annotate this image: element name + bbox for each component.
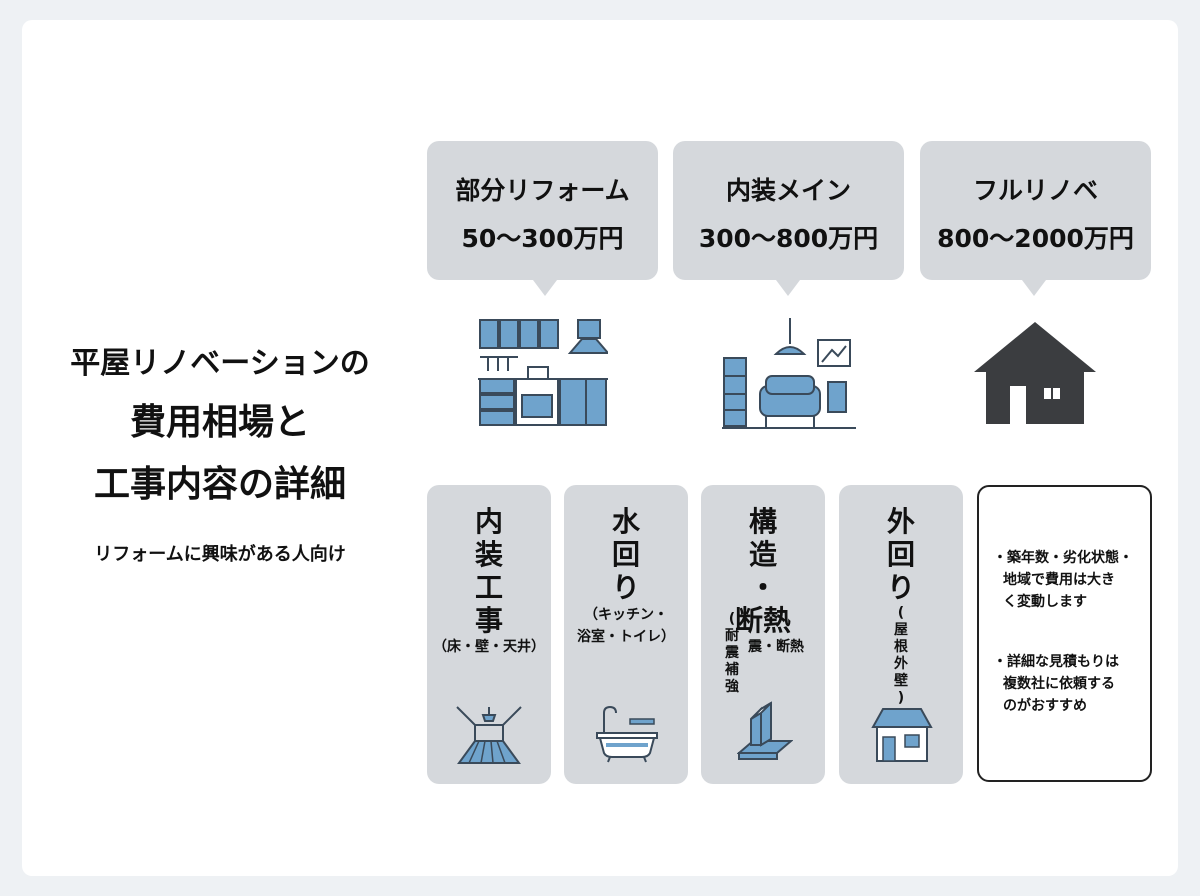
category-title: 外回り xyxy=(886,505,915,604)
category-note: （キッチン・ xyxy=(584,607,668,623)
category-structure-panel: 構造・ 断熱 (耐震補強 震・断熱 xyxy=(701,485,825,784)
category-title-2: 断熱 xyxy=(734,604,791,637)
kitchen-icon xyxy=(478,319,608,426)
tier-name: フルリノベ xyxy=(972,176,1098,205)
bubble-tail xyxy=(776,280,800,296)
title-line-3: 工事内容の詳細 xyxy=(93,464,346,505)
tier-price: 800〜2000万円 xyxy=(937,224,1134,253)
category-title: 水回り xyxy=(611,505,640,604)
bubble-tail xyxy=(533,280,557,296)
category-title: 構造・ xyxy=(748,505,777,604)
note-paragraph-2: ・詳細な見積もりは複数社に依頼するのがおすすめ xyxy=(993,654,1119,714)
tier-name: 内装メイン xyxy=(725,176,851,205)
category-note: 震・断熱 xyxy=(748,639,804,655)
bathtub-icon xyxy=(596,705,658,763)
category-vertical-note: (耐震補強 xyxy=(725,611,739,695)
category-note: 浴室・トイレ） xyxy=(577,629,675,645)
category-water-panel: 水回り （キッチン・ 浴室・トイレ） xyxy=(564,485,688,784)
steel-beam-icon xyxy=(737,701,793,760)
category-title: 内装工事 xyxy=(474,505,503,637)
title-line-1: 平屋リノベーションの xyxy=(70,346,370,381)
bubble-tail xyxy=(1022,280,1046,296)
category-exterior-panel: 外回り (屋根外壁) xyxy=(839,485,963,784)
tier-price: 50〜300万円 xyxy=(461,224,624,253)
ceiling-light-floor-icon xyxy=(456,706,522,764)
living-room-icon xyxy=(722,318,856,429)
category-vertical-note: (屋根外壁) xyxy=(894,605,908,706)
category-interior-panel: 内装工事 （床・壁・天井） xyxy=(427,485,551,784)
note-paragraph-1: ・築年数・劣化状態・地域で費用は大きく変動します xyxy=(993,550,1133,610)
tier-price: 300〜800万円 xyxy=(698,224,879,253)
title-line-2: 費用相場と xyxy=(129,402,310,443)
category-note: （床・壁・天井） xyxy=(433,639,545,655)
tier-bubble-interior: 内装メイン 300〜800万円 xyxy=(673,141,904,296)
house-icon xyxy=(974,322,1096,424)
subtitle: リフォームに興味がある人向け xyxy=(94,544,346,565)
notes-box: ・築年数・劣化状態・地域で費用は大きく変動します ・詳細な見積もりは複数社に依頼… xyxy=(977,485,1152,782)
tier-name: 部分リフォーム xyxy=(455,176,630,205)
tier-bubble-partial: 部分リフォーム 50〜300万円 xyxy=(427,141,658,296)
tier-bubble-full: フルリノベ 800〜2000万円 xyxy=(920,141,1151,296)
house-exterior-icon xyxy=(871,708,933,762)
